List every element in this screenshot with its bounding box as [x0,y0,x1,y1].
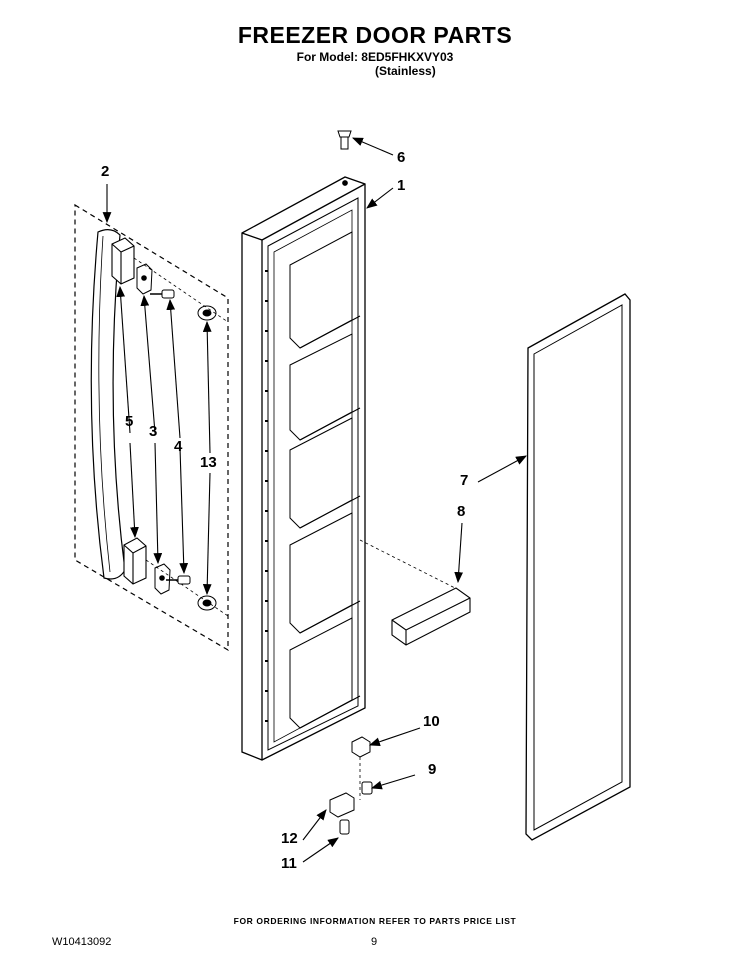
handle-screw-bottom [166,575,191,585]
callout-5: 5 [125,413,134,430]
ordering-note: FOR ORDERING INFORMATION REFER TO PARTS … [233,916,517,926]
handle-end-cap-top [111,237,135,285]
handle-clip-top [136,263,153,295]
handle-assembly-box [74,203,229,652]
callout-7: 7 [460,472,469,489]
callout-9: 9 [428,761,437,778]
callout-leaders [102,137,527,863]
document-number: W10413092 [52,936,112,948]
callout-8: 8 [457,503,466,520]
hinge-block [329,792,355,818]
page-title: FREEZER DOOR PARTS [237,22,513,48]
callout-1: 1 [397,177,406,194]
page-number: 9 [371,936,378,948]
handle-clip-bottom [154,563,171,595]
door-gasket [525,293,631,841]
callout-3: 3 [149,423,158,440]
handle-screw-top [150,289,175,299]
hole-plug-top [197,305,217,321]
finish-line: (Stainless) [375,64,436,78]
callout-12: 12 [281,830,298,847]
callout-13: 13 [200,454,217,471]
callout-10: 10 [423,713,440,730]
callout-6: 6 [397,149,406,166]
top-screw [337,130,352,150]
model-line: For Model: 8ED5FHKXVY03 [296,50,454,64]
hinge-bracket [351,736,371,758]
callout-4: 4 [174,438,183,455]
handle-end-cap-bottom [123,537,147,585]
mounting-screw [339,819,350,835]
callout-2: 2 [101,163,110,180]
callout-11: 11 [281,855,297,872]
hinge-screw [361,781,373,795]
door-shelves [289,231,361,729]
hole-plug-bottom [197,595,217,611]
door-bin [391,587,471,646]
